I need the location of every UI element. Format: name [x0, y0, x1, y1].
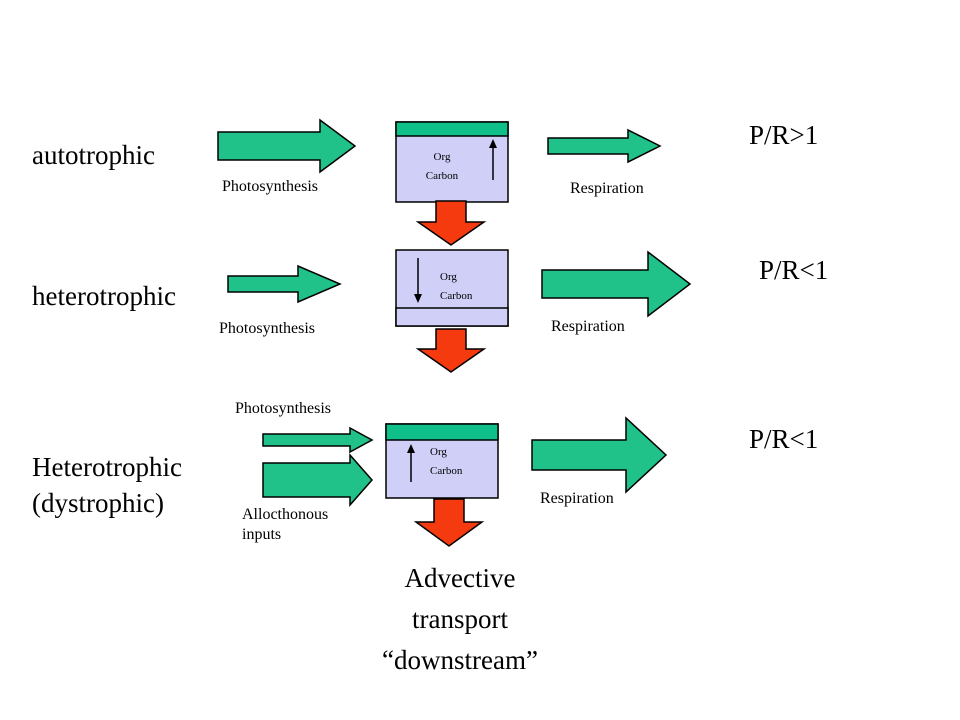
- photosynthesis-arrow-icon: [217, 118, 357, 174]
- allochthonous-inputs-label: Allocthonous inputs: [242, 506, 328, 545]
- row-label-autotrophic: autotrophic: [32, 140, 155, 170]
- inputs-label: inputs: [242, 526, 282, 544]
- export-arrow-icon: [415, 328, 487, 373]
- export-arrow-icon: [415, 200, 487, 246]
- advective-transport-label: Advective transport “downstream”: [340, 558, 580, 681]
- respiration-label: Respiration: [570, 180, 644, 197]
- org-carbon-label: Org Carbon: [396, 148, 488, 185]
- row-label-line2: (dystrophic): [32, 488, 164, 519]
- pr-ratio-autotrophic: P/R>1: [749, 120, 819, 150]
- row-label-line1: Heterotrophic: [32, 452, 182, 482]
- row-label-heterotrophic: heterotrophic: [32, 281, 176, 311]
- respiration-arrow-icon: [547, 128, 662, 164]
- org-label: Org: [440, 271, 457, 283]
- photosynthesis-arrow-icon: [262, 426, 374, 454]
- pool-decrease-arrow-icon: [414, 258, 422, 303]
- pr-ratio-dystrophic: P/R<1: [749, 424, 819, 454]
- org-carbon-box-heterotrophic: [395, 249, 509, 327]
- org-carbon-box-dystrophic: [385, 423, 499, 499]
- advective-line2: transport: [412, 604, 508, 634]
- photosynthesis-label: Photosynthesis: [222, 178, 319, 195]
- pr-ratio-heterotrophic: P/R<1: [759, 255, 829, 285]
- org-carbon-label: Org Carbon: [440, 268, 472, 305]
- respiration-arrow-icon: [531, 416, 668, 494]
- row-label-dystrophic: Heterotrophic (dystrophic): [32, 452, 182, 519]
- pool-increase-arrow-icon: [407, 444, 415, 482]
- photosynthesis-label: Photosynthesis: [219, 320, 316, 337]
- pool-increase-arrow-icon: [489, 139, 497, 180]
- org-label: Org: [433, 151, 451, 163]
- allochthonous-label: Allocthonous: [242, 506, 329, 523]
- respiration-label: Respiration: [551, 318, 625, 335]
- org-label: Org: [430, 446, 447, 458]
- carbon-label: Carbon: [430, 464, 463, 477]
- allochthonous-inputs-arrow-icon: [262, 453, 373, 507]
- respiration-label: Respiration: [540, 490, 614, 507]
- advective-line3: “downstream”: [382, 645, 538, 675]
- photosynthesis-label: Photosynthesis: [235, 400, 332, 417]
- photosynthesis-arrow-icon: [227, 264, 342, 304]
- respiration-arrow-icon: [541, 250, 692, 318]
- org-carbon-label: Org Carbon: [430, 443, 462, 480]
- carbon-label: Carbon: [440, 289, 473, 302]
- org-carbon-box-autotrophic: [395, 121, 509, 203]
- carbon-label: Carbon: [425, 169, 459, 182]
- advective-line1: Advective: [404, 563, 516, 593]
- export-arrow-icon: [413, 498, 485, 547]
